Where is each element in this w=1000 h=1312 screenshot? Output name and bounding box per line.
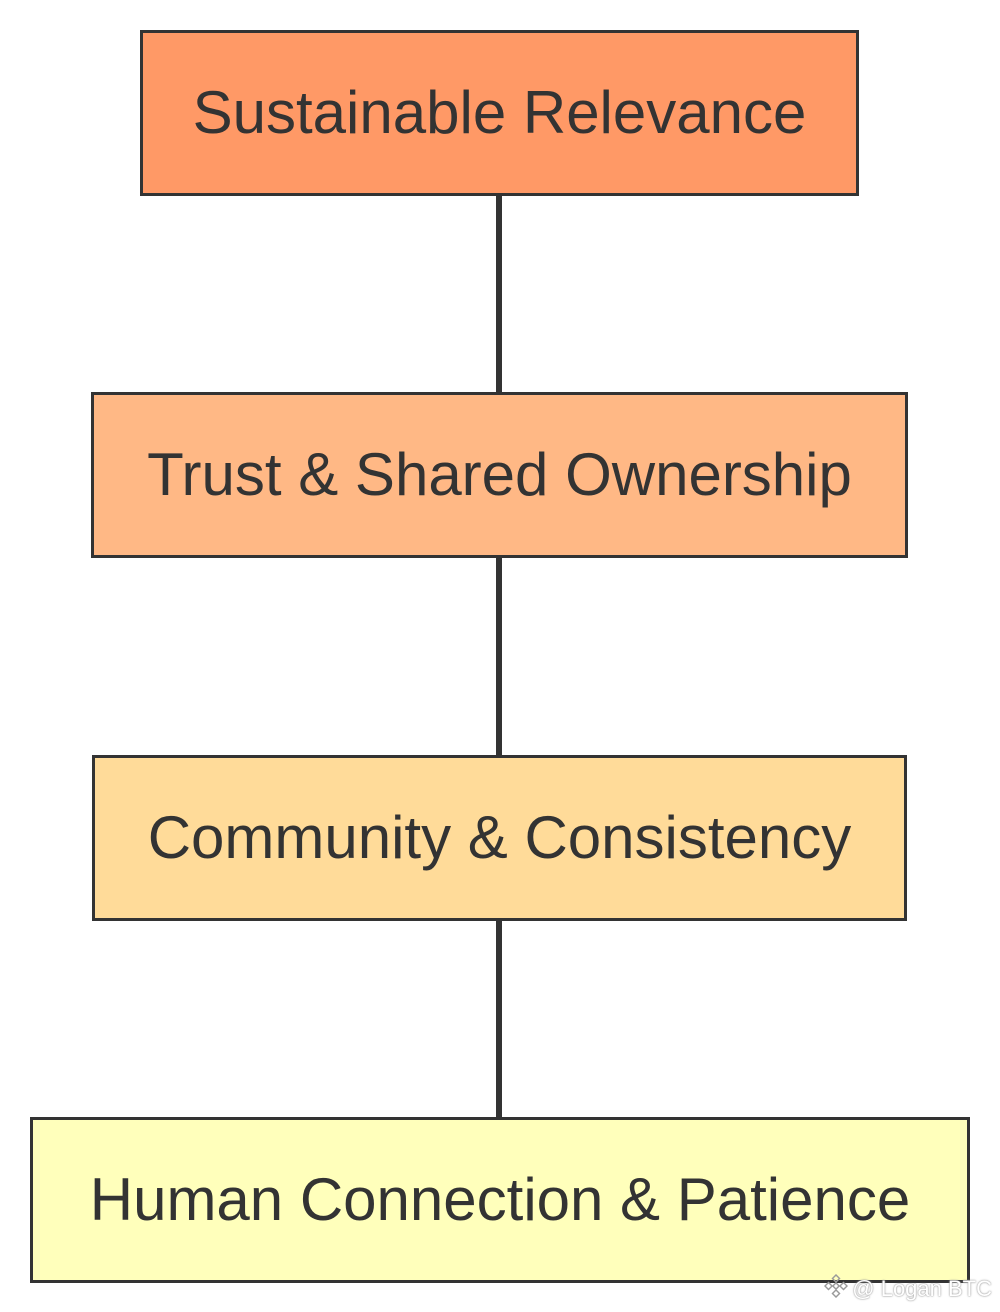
node-label: Community & Consistency <box>147 804 852 871</box>
connector-line-3 <box>496 917 502 1121</box>
binance-logo-icon <box>824 1273 849 1304</box>
connector-line-2 <box>496 555 502 759</box>
node-sustainable-relevance: Sustainable Relevance <box>140 30 859 196</box>
watermark: @ Logan BTC <box>824 1273 992 1304</box>
watermark-text: @ Logan BTC <box>852 1276 992 1301</box>
node-label: Human Connection & Patience <box>89 1166 911 1233</box>
connector-line-1 <box>496 192 502 396</box>
node-label: Trust & Shared Ownership <box>147 441 852 508</box>
node-trust-shared-ownership: Trust & Shared Ownership <box>91 392 908 558</box>
node-human-connection-patience: Human Connection & Patience <box>30 1117 970 1283</box>
node-label: Sustainable Relevance <box>192 79 807 146</box>
node-community-consistency: Community & Consistency <box>92 755 907 921</box>
